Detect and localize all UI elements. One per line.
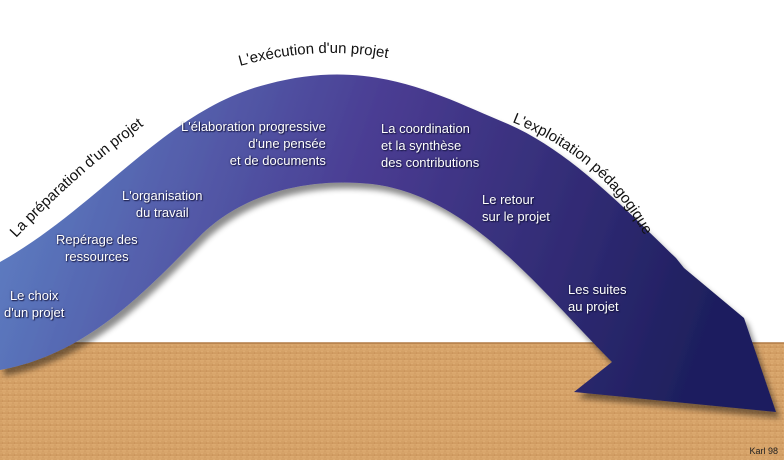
- stage-elaboration: L'élaboration progressive d'une pensée e…: [181, 119, 326, 168]
- stage-organisation-travail: L'organisation du travail: [122, 188, 203, 220]
- stage-coordination: La coordination et la synthèse des contr…: [381, 121, 480, 170]
- stage-choix-projet: Le choix d'un projet: [4, 288, 65, 320]
- process-arrow: [0, 74, 776, 412]
- stage-reperage-ressources: Repérage des ressources: [56, 232, 138, 264]
- stage-retour-projet: Le retour sur le projet: [482, 192, 550, 224]
- stage-suites-projet: Les suites au projet: [568, 282, 627, 314]
- author-credit: Karl 98: [749, 446, 778, 456]
